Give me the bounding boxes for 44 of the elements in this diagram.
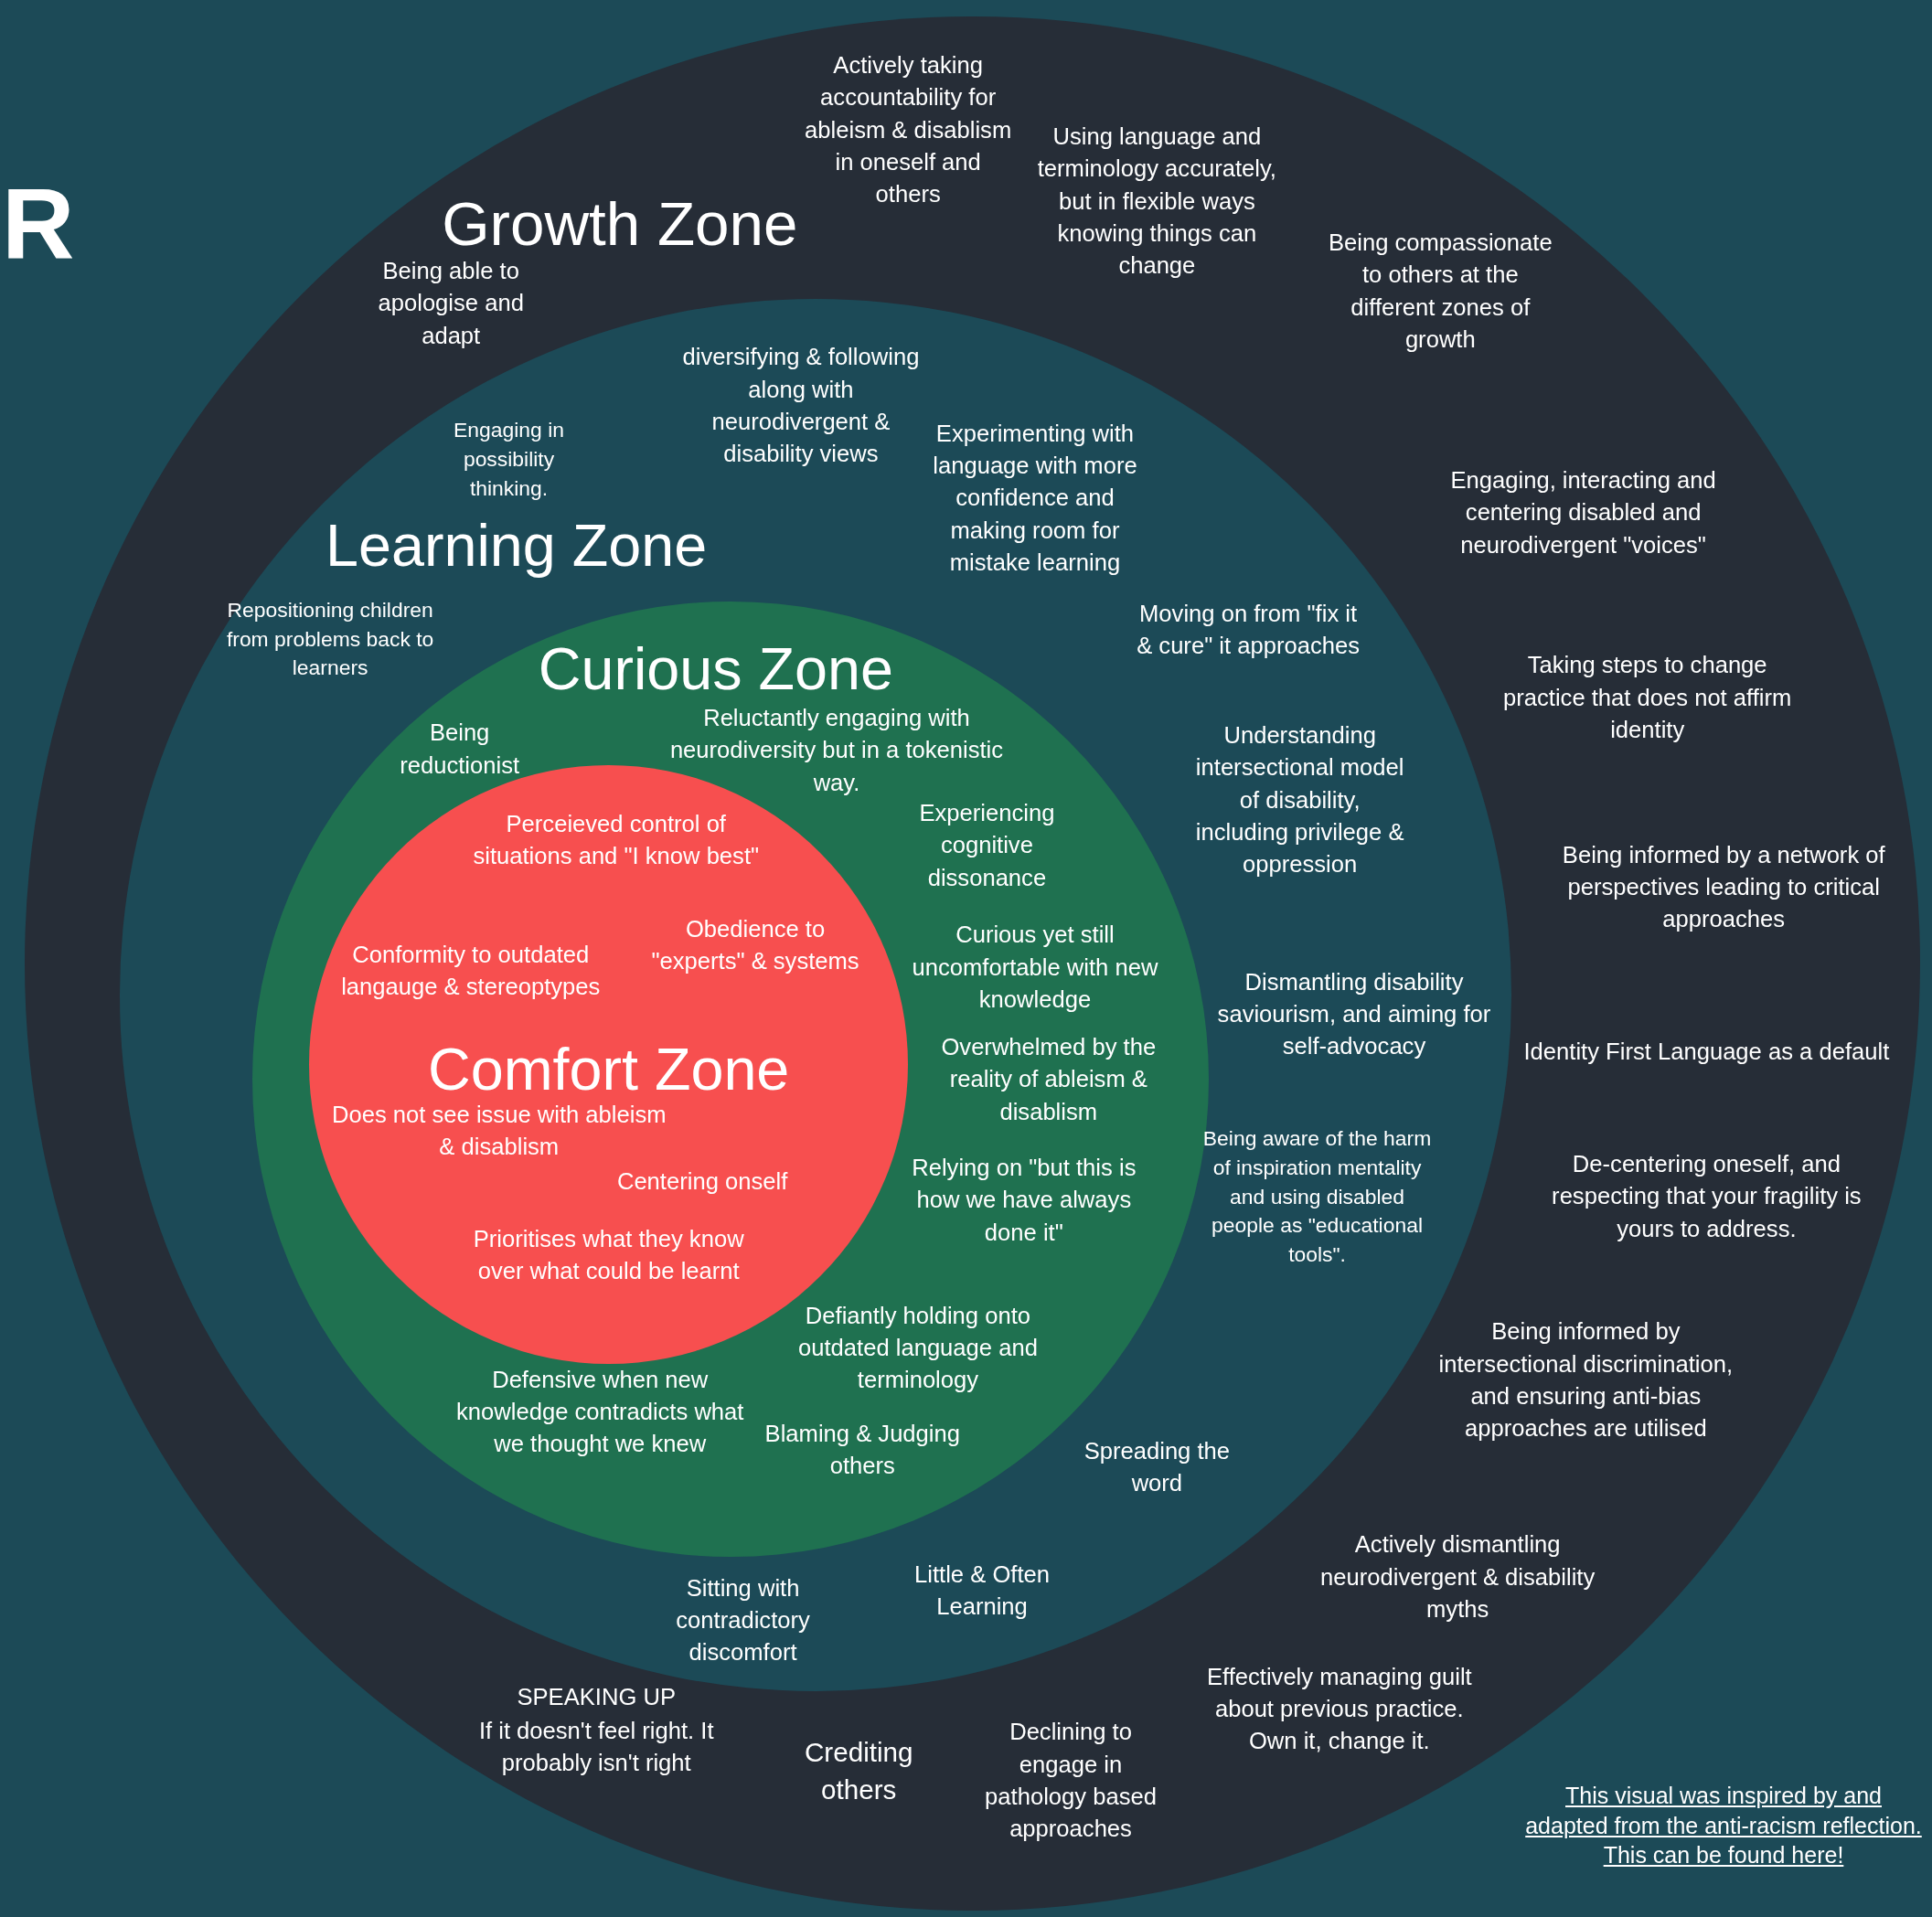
zone-item-text: Dismantling disability saviourism, and aiming for self-advocacy [1216,967,1492,1061]
zone-item-text: Actively dismantling neurodivergent & disability myths [1319,1530,1596,1624]
zone-item-text: Identity First Language as a default [1522,1038,1891,1067]
zone-item-text: Understanding intersectional model of disability, including privilege & oppression [1194,721,1405,879]
zone-item-text: Experimenting with language with more confidence and making room for mistake learning [932,419,1138,578]
zone-item-text: Engaging in possibility thinking. [453,417,565,502]
zone-item-text: Obedience to "experts" & systems [650,914,860,975]
source-link: This visual was inspired by and adapted from the anti-racism reflection. This can be found here! [1524,1782,1923,1869]
zone-item-text: Reluctantly engaging with neurodiversity but in a tokenistic way. [668,704,1005,797]
zone-item-text: Being informed by intersectional discrimination, and ensuring anti-bias approaches are utilised [1437,1317,1735,1443]
zone-item-text: Curious yet still uncomfortable with new knowledge [911,921,1159,1014]
zone-item-text: Being compassionate to others at the different zones of growth [1327,228,1553,354]
zone-item-text: Moving on from "fix it & cure" it approaches [1136,599,1361,660]
zone-item-text: Overwhelmed by the reality of ableism & disablism [940,1032,1158,1126]
zone-item-text: Repositioning children from problems back to learners [225,597,435,682]
zone-item-text: Perceieved control of situations and "I know best" [472,810,761,871]
zone-item-text: SPEAKING UP [516,1683,677,1712]
zone-item-text: Experiencing cognitive dissonance [918,798,1056,892]
zone-item-text: Engaging, interacting and centering disabled and neurodivergent "voices" [1449,466,1717,559]
zone-item-text: Spreading the word [1083,1436,1232,1498]
zone-item-text: Actively taking accountability for ableism & disablism in oneself and others [804,50,1013,209]
zone-item-text: Conformity to outdated langauge & stereoptypes [340,940,602,1002]
zone-item-text: Defiantly holding onto outdated language and terminology [797,1301,1039,1395]
zone-item-text: De-centering oneself, and respecting that your fragility is yours to address. [1551,1149,1863,1243]
zone-title: Curious Zone [537,634,894,705]
zone-item-text: Little & Often Learning [913,1560,1051,1621]
zone-item-text: Effectively managing guilt about previous practice. Own it, change it. [1205,1662,1473,1756]
zone-item-text: If it doesn't feel right. It probably isn't right [477,1716,715,1778]
zone-item-text: Taking steps to change practice that does not affirm identity [1502,651,1793,744]
zone-item-text: Being reductionist [399,719,521,780]
zone-item-text: Defensive when new knowledge contradicts what we thought we knew [455,1365,745,1459]
zone-item-text: Being informed by a network of perspectives leading to critical approaches [1561,840,1886,934]
zone-item-text: Crediting others [803,1736,914,1807]
large-letter: R [2,174,75,274]
zone-item-text: Using language and terminology accurately, but in flexible ways knowing things can change [1037,122,1277,281]
zone-item-text: diversifying & following along with neurodivergent & disability views [681,343,921,469]
zone-item-text: Being aware of the harm of inspiration mentality and using disabled people as "educational tools". [1201,1125,1433,1268]
zone-item-text: Blaming & Judging others [763,1420,961,1481]
zone-title: Learning Zone [325,511,709,581]
zone-item-text: Prioritises what they know over what could be learnt [472,1225,745,1286]
zone-item-text: Declining to engage in pathology based approaches [984,1718,1158,1844]
zone-item-text: Centering onself [615,1166,789,1196]
zone-item-text: Sitting with contradictory discomfort [675,1573,811,1667]
zone-item-text: Relying on "but this is how we have always done it" [911,1153,1137,1247]
